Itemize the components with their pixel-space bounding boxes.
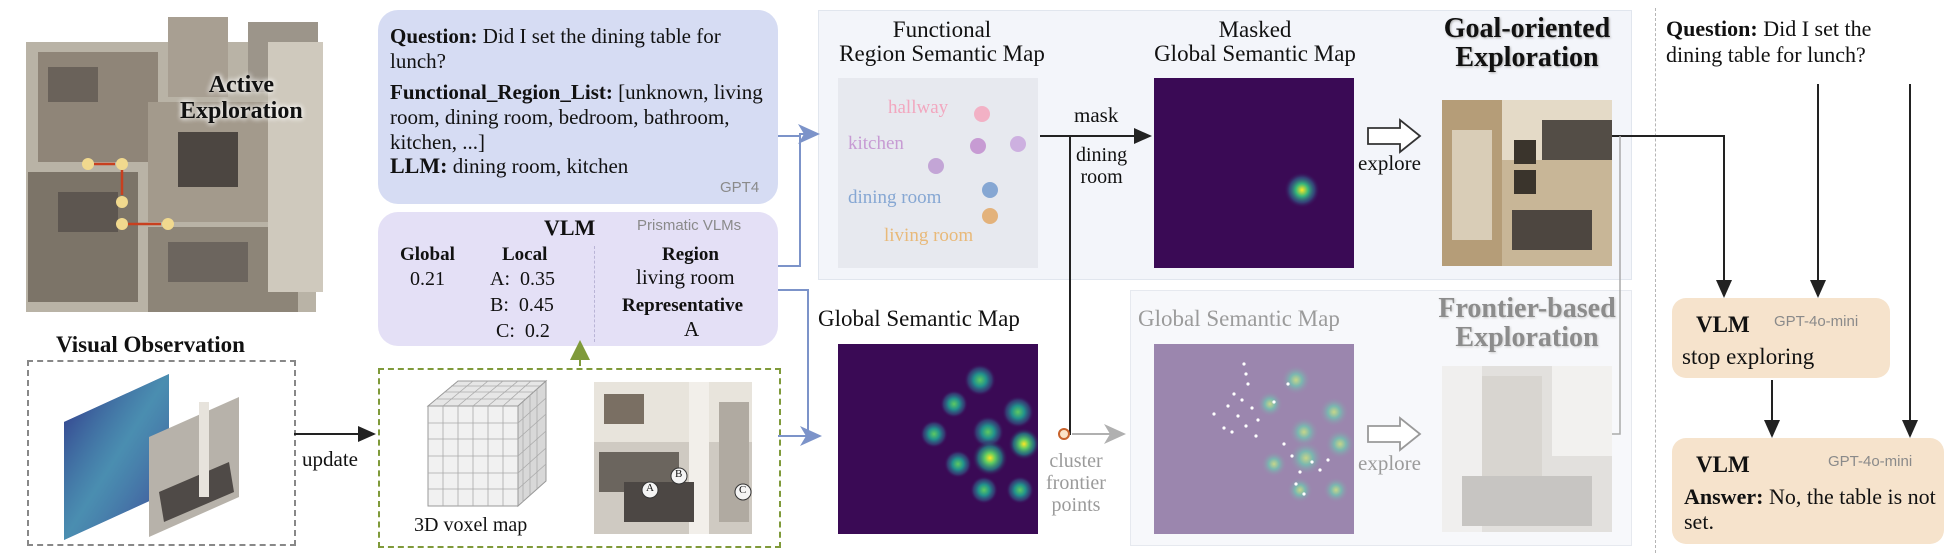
region-living-room: living room [884, 225, 974, 246]
local-row-b: B: 0.45 [490, 294, 554, 316]
representative-label: Representative [622, 295, 744, 316]
vlm1-text: stop exploring [1682, 344, 1815, 369]
goal-room-graphic [1442, 100, 1612, 266]
marker-c: C [739, 484, 747, 496]
frontier-to-goal-line [1612, 136, 1621, 435]
marker-b: B [675, 468, 683, 480]
section-separator [1655, 8, 1656, 553]
frontier-room-graphic [1442, 366, 1612, 532]
voxel-map-label: 3D voxel map [414, 514, 528, 536]
vlm-answer-box [1672, 438, 1944, 544]
global-value: 0.21 [410, 268, 445, 290]
goal-explore-label: explore [1358, 151, 1421, 175]
visual-observation-label: Visual Observation [56, 332, 245, 357]
vlm-to-functional-arrow [778, 134, 801, 267]
observation-box [27, 360, 296, 546]
question-line: Question: Did I set the dining table for… [390, 24, 775, 74]
vlm2-title: VLM [1696, 452, 1750, 477]
house-map-graphic [18, 17, 328, 334]
cluster-frontier-label: cluster frontier points [1046, 450, 1106, 516]
dining-room-label: dining room [1076, 144, 1128, 188]
region-hallway: hallway [888, 97, 949, 118]
frontier-semantic-map [1154, 344, 1355, 534]
right-question-text: Did I set the dining table for lunch? [1666, 16, 1872, 68]
prismatic-vlm-box [378, 212, 778, 346]
voxel-grid-graphic [426, 379, 548, 508]
masked-map-heat [1284, 172, 1320, 208]
functional-map-dots [928, 106, 1026, 224]
vlm1-title: VLM [1696, 312, 1750, 337]
region-kitchen: kitchen [848, 133, 904, 154]
answer-label: Answer: [1684, 484, 1764, 509]
frontier-map-title: Global Semantic Map [1138, 306, 1340, 331]
goal-room-image [1442, 100, 1612, 266]
right-question-label: Question: [1666, 16, 1758, 41]
global-map-title: Global Semantic Map [818, 306, 1020, 331]
llm-text: dining room, kitchen [452, 154, 629, 178]
masked-semantic-map [1154, 78, 1354, 268]
global-to-mask-line [1064, 136, 1071, 435]
answer-text: No, the table is not set. [1684, 484, 1936, 535]
active-exploration-label: Active Exploration [180, 72, 303, 125]
question-label: Question: [390, 24, 478, 48]
llm-line: LLM: dining room, kitchen [390, 153, 629, 178]
house-topdown-image [18, 12, 334, 334]
right-question: Question: Did I set the dining table for… [1666, 16, 1928, 69]
region-label: Region [662, 244, 719, 265]
cluster-node [1058, 428, 1070, 440]
frontier-title: Frontier-based Exploration [1438, 293, 1616, 354]
voxel-room-image: A B C [594, 382, 752, 534]
llm-to-functional-arrow [778, 124, 820, 144]
local-row-a: A: 0.35 [490, 268, 555, 290]
global-semantic-map [838, 344, 1040, 534]
update-label: update [302, 447, 358, 471]
region-list-label: Functional_Region_List: [390, 80, 613, 104]
voxel-cube [418, 376, 548, 516]
global-map-heat [920, 364, 1040, 504]
region-dining-room: dining room [848, 187, 942, 208]
question-text: Did I set the dining table for lunch? [390, 24, 721, 74]
prismatic-tag: Prismatic VLMs [637, 217, 742, 234]
masked-map-title: Masked Global Semantic Map [1154, 17, 1356, 67]
question-llm-box [378, 10, 778, 204]
goal-oriented-title: Goal-oriented Exploration [1443, 13, 1611, 74]
vlm-title: VLM [544, 215, 596, 240]
frontier-room-image [1442, 366, 1612, 532]
room-photo-graphic [594, 382, 752, 534]
llm-label: LLM: [390, 153, 448, 178]
region-value: living room [636, 265, 735, 289]
goal-explore-arrow [1367, 118, 1422, 154]
region-list-text: [unknown, living room, dining room, bedr… [390, 80, 763, 155]
local-row-c: C: 0.2 [496, 320, 550, 342]
frontier-map-heat [1212, 362, 1355, 503]
vlm2-tag: GPT-4o-mini [1828, 453, 1913, 470]
functional-map-title: Functional Region Semantic Map [839, 17, 1045, 67]
marker-a: A [646, 482, 654, 494]
vlm-stop-box [1672, 298, 1890, 378]
functional-region-map: hallway kitchen dining room living room [838, 78, 1038, 268]
vlm2-answer: Answer: No, the table is not set. [1684, 484, 1940, 535]
vlm-divider [594, 246, 595, 342]
frontier-explore-label: explore [1358, 451, 1421, 475]
region-list-line: Functional_Region_List: [unknown, living… [390, 80, 775, 156]
frontier-explore-arrow [1367, 416, 1422, 452]
global-label: Global [400, 244, 455, 265]
mask-label: mask [1074, 103, 1119, 127]
representative-value: A [684, 317, 700, 341]
voxel-dashed-box [378, 368, 781, 548]
vlm-to-global-arrow [778, 289, 809, 436]
local-label: Local [502, 244, 548, 265]
observation-images [64, 374, 239, 540]
vlm1-tag: GPT-4o-mini [1774, 313, 1859, 330]
goal-to-vlm-arrow [1612, 135, 1732, 298]
gpt4-tag: GPT4 [720, 179, 760, 196]
